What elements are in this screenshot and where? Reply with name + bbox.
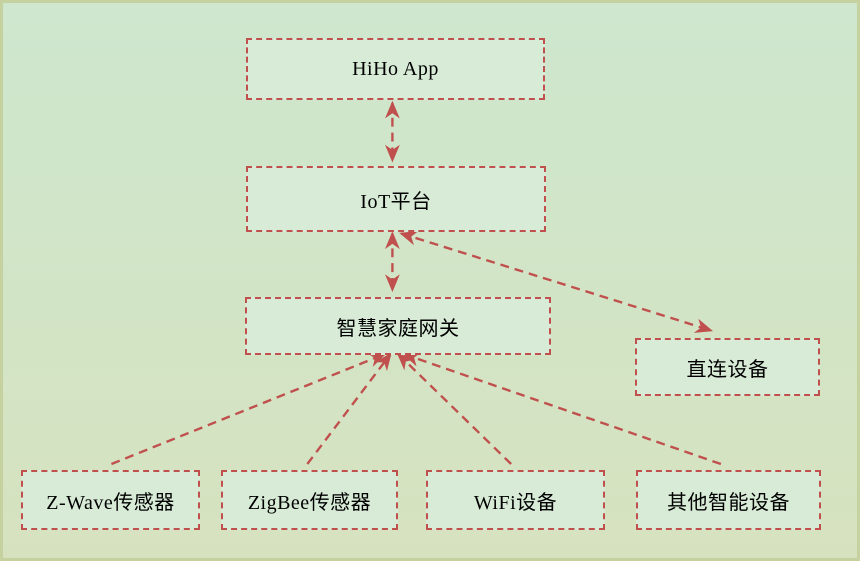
node-zigbee-sensor-label: ZigBee传感器	[247, 491, 372, 514]
node-iot-platform-label: IoT平台	[360, 190, 432, 213]
edge-zwave-gateway	[111, 353, 387, 466]
node-other-smart-devices: 其他智能设备	[636, 470, 821, 530]
node-zwave-sensor-label: Z-Wave传感器	[46, 491, 175, 514]
node-hiho-app-label: HiHo App	[352, 57, 439, 80]
edge-zigbee-gateway	[306, 352, 392, 465]
node-smart-home-gateway-label: 智慧家庭网关	[336, 317, 460, 340]
node-zwave-sensor: Z-Wave传感器	[21, 470, 200, 530]
node-wifi-device: WiFi设备	[426, 470, 605, 530]
node-iot-platform: IoT平台	[246, 166, 546, 232]
node-wifi-device-label: WiFi设备	[473, 491, 558, 514]
node-smart-home-gateway: 智慧家庭网关	[245, 297, 551, 355]
node-direct-connect-device: 直连设备	[635, 338, 820, 396]
node-other-smart-devices-label: 其他智能设备	[667, 491, 790, 514]
edge-wifi-gateway	[396, 352, 512, 465]
node-direct-connect-device-label: 直连设备	[686, 358, 769, 381]
node-zigbee-sensor: ZigBee传感器	[221, 470, 398, 530]
node-hiho-app: HiHo App	[246, 38, 545, 100]
